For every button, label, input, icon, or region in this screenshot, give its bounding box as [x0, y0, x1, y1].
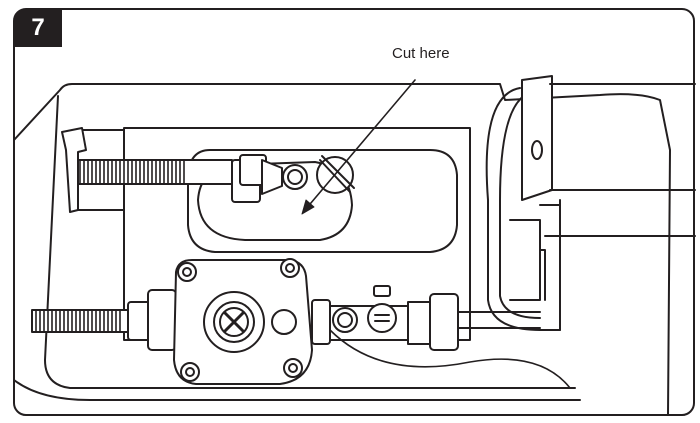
rod-bracket [61, 127, 87, 213]
right-panel-detail [509, 219, 541, 301]
mounting-plate [123, 127, 471, 341]
right-bracket [521, 75, 553, 201]
housing-floor [13, 379, 581, 401]
right-tube-loop [485, 87, 561, 331]
thermocouple-wire [329, 329, 571, 389]
right-tube-loop-inner [499, 91, 541, 319]
bracket-hole [531, 140, 543, 160]
step-number-badge: 7 [14, 9, 62, 47]
arrow-icon [301, 199, 315, 215]
upper-fitting [231, 154, 308, 203]
shutoff-valve [311, 285, 541, 351]
regulator-body [173, 258, 313, 385]
frame-border [13, 8, 695, 416]
phillips-screw-icon [219, 307, 249, 337]
callout-arrow [304, 79, 416, 211]
lower-left-fitting [127, 289, 177, 351]
callout-label: Cut here [392, 45, 450, 62]
upper-threaded-rod [71, 159, 233, 185]
housing-inner [44, 95, 576, 389]
right-panel [539, 83, 696, 331]
housing-outline [13, 83, 671, 416]
lower-threaded-rod [31, 309, 133, 333]
